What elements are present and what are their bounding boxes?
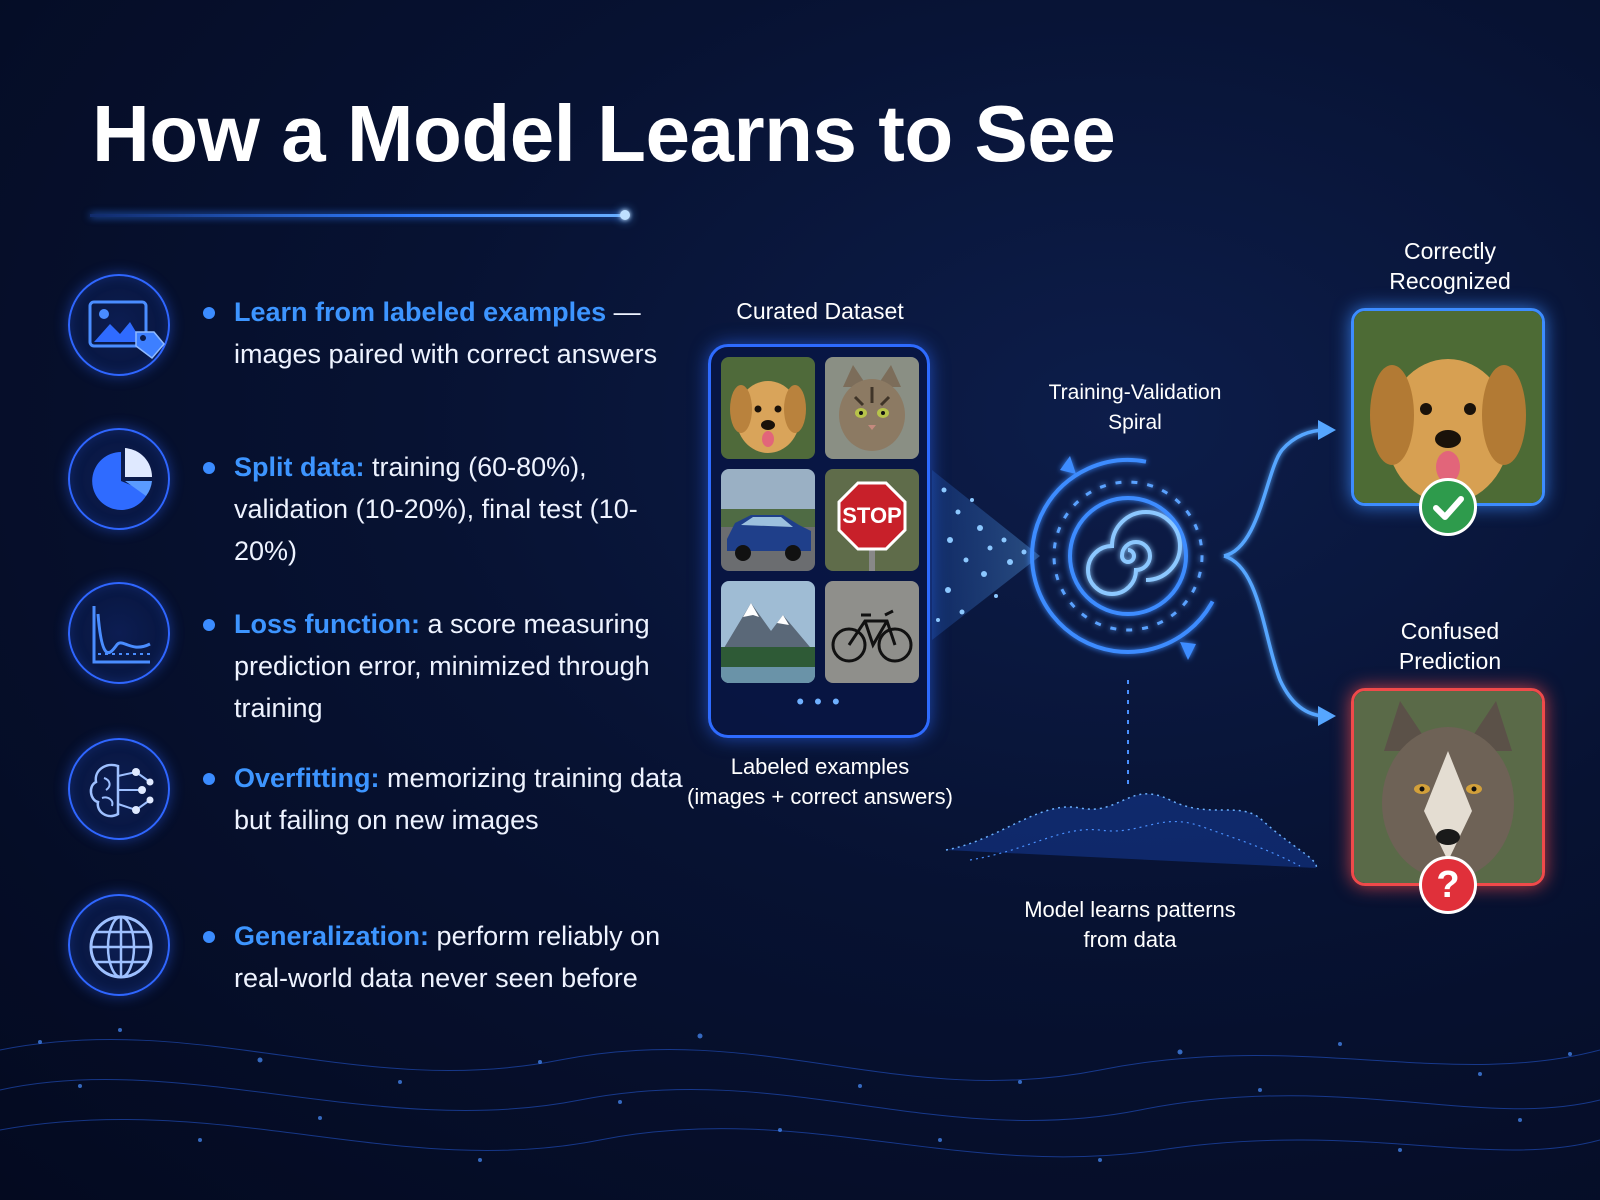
dataset-title: Curated Dataset (736, 298, 904, 324)
stop-sign-text: STOP (842, 503, 902, 528)
correct-label-line2: Recognized (1389, 268, 1511, 294)
question-badge-icon: ? (1419, 856, 1477, 914)
dataset-thumb-dog (721, 357, 815, 459)
patterns-label-line1: Model learns patterns (1024, 897, 1236, 922)
more-indicator: • • • (796, 689, 842, 714)
bullet-key: Loss function: (234, 609, 420, 639)
golden-retriever-image (1354, 311, 1542, 503)
arrow-head-confused (1318, 706, 1336, 726)
bullet-text-split-data: Split data: training (60-80%), validatio… (234, 446, 694, 572)
bullet-rest: memorizing training data but failing on … (234, 763, 683, 835)
data-funnel (932, 470, 1040, 640)
bullet-text-loss-function: Loss function: a score measuring predict… (234, 603, 694, 729)
bullet-dot (203, 462, 215, 474)
dataset-thumb-bicycle (825, 581, 919, 683)
spiral-label-line2: Spiral (1108, 411, 1162, 434)
pie-chart-icon (68, 428, 170, 530)
title-underline-dot (620, 210, 630, 220)
bullet-text-overfitting: Overfitting: memorizing training data bu… (234, 757, 694, 841)
check-badge-icon (1419, 478, 1477, 536)
bullet-rest: training (60-80%), validation (10-20%), … (234, 452, 638, 566)
dataset-caption-line2: (images + correct answers) (687, 784, 953, 809)
globe-icon (68, 894, 170, 996)
loss-curve-icon (68, 582, 170, 684)
confused-label-line2: Prediction (1398, 648, 1502, 674)
correct-label-line1: Correctly (1403, 238, 1496, 264)
dataset-card: STOP • • • (708, 344, 930, 738)
bullet-key: Learn from labeled examples (234, 297, 607, 327)
dataset-caption-line1: Labeled examples (730, 754, 910, 779)
spiral-label-line1: Training-Validation (1048, 381, 1222, 404)
patterns-label-line2: from data (1083, 927, 1177, 952)
bullet-key: Split data: (234, 452, 365, 482)
branch-arrows (1223, 428, 1327, 718)
arrow-head-correct (1318, 420, 1336, 440)
pattern-wave (945, 793, 1317, 869)
bullet-text-labeled-examples: Learn from labeled examples — images pai… (234, 291, 694, 375)
wolf-image (1354, 691, 1542, 883)
dataset-thumb-stop-sign: STOP (825, 469, 919, 571)
bullet-rest: a score measuring prediction error, mini… (234, 609, 650, 723)
image-tag-icon (68, 274, 170, 376)
confused-result-card: ? (1351, 688, 1545, 914)
funnel-particles (936, 487, 1027, 622)
background-particle-wave (0, 1028, 1600, 1162)
bullet-key: Generalization: (234, 921, 430, 951)
bullet-dot (203, 307, 215, 319)
correct-result-card (1351, 308, 1545, 536)
bullet-dot (203, 931, 215, 943)
bullet-text-generalization: Generalization: perform reliably on real… (234, 915, 694, 999)
title-underline (90, 214, 626, 217)
page-title: How a Model Learns to See (92, 89, 1116, 178)
bullet-rest: perform reliably on real-world data neve… (234, 921, 661, 993)
bullet-key: Overfitting: (234, 763, 380, 793)
dataset-thumb-cat (825, 357, 919, 459)
training-validation-spiral (1030, 456, 1226, 660)
confused-label-line1: Confused (1400, 618, 1500, 644)
dataset-thumb-car (721, 469, 815, 571)
brain-network-icon (68, 738, 170, 840)
bullet-dot (203, 773, 215, 785)
bullet-dot (203, 619, 215, 631)
bullet-rest: — images paired with correct answers (234, 297, 658, 369)
dataset-thumb-mountain (721, 581, 815, 683)
